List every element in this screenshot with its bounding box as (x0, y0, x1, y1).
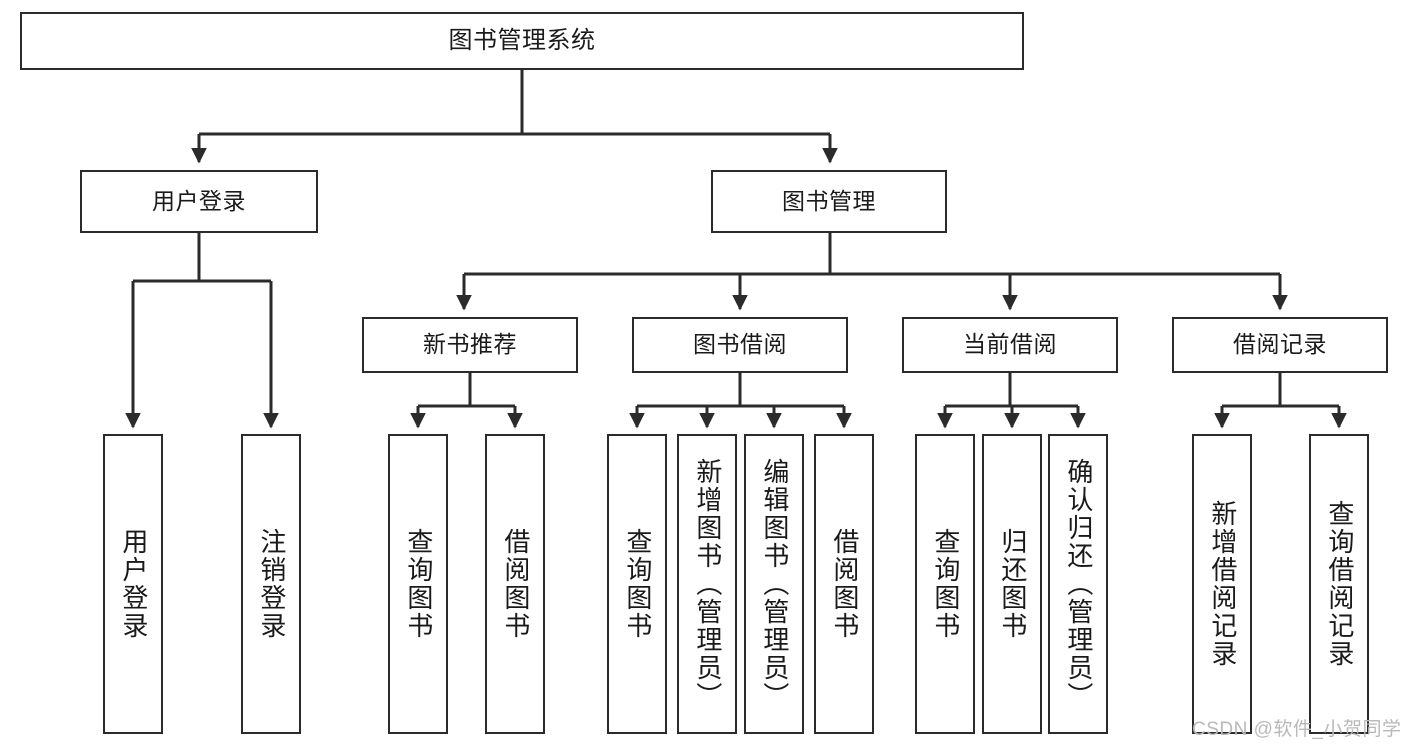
node-label: 用户登录 (152, 187, 246, 214)
node-user-login[interactable]: 用户登录 (80, 170, 318, 233)
node-book-borrow[interactable]: 图书借阅 (632, 317, 848, 373)
node-root-system[interactable]: 图书管理系统 (20, 12, 1024, 70)
leaf-logout[interactable]: 注销登录 (241, 434, 301, 734)
node-book-management[interactable]: 图书管理 (711, 170, 947, 233)
leaf-query-borrow-record[interactable]: 查询借阅记录 (1309, 434, 1369, 734)
node-current-borrow[interactable]: 当前借阅 (902, 317, 1118, 373)
leaf-edit-book-admin[interactable]: 编辑图书（管理员） (744, 434, 804, 734)
node-label: 借阅图书 (829, 528, 860, 640)
leaf-user-login[interactable]: 用户登录 (103, 434, 163, 734)
node-label: 编辑图书（管理员） (759, 458, 790, 710)
node-label: 用户登录 (118, 528, 149, 640)
node-label: 借阅图书 (500, 528, 531, 640)
node-label: 新增图书（管理员） (692, 458, 723, 710)
node-label: 图书管理系统 (448, 26, 596, 54)
leaf-borrow-book-recommend[interactable]: 借阅图书 (485, 434, 545, 734)
node-label: 新书推荐 (423, 331, 517, 358)
leaf-query-book-borrow[interactable]: 查询图书 (607, 434, 667, 734)
node-label: 查询图书 (403, 528, 434, 640)
node-label: 查询图书 (622, 528, 653, 640)
node-label: 查询图书 (930, 528, 961, 640)
csdn-watermark: CSDN @软件_小贺同学 (1192, 719, 1402, 740)
node-label: 图书借阅 (693, 331, 787, 358)
leaf-borrow-book[interactable]: 借阅图书 (814, 434, 874, 734)
node-label: 确认归还（管理员） (1063, 458, 1094, 710)
node-label: 注销登录 (256, 528, 287, 640)
node-label: 查询借阅记录 (1324, 500, 1355, 668)
node-label: 图书管理 (782, 187, 876, 214)
leaf-add-borrow-record[interactable]: 新增借阅记录 (1192, 434, 1252, 734)
node-borrow-record[interactable]: 借阅记录 (1172, 317, 1388, 373)
node-label: 归还图书 (997, 528, 1028, 640)
node-label: 借阅记录 (1233, 331, 1327, 358)
node-label: 当前借阅 (963, 331, 1057, 358)
leaf-confirm-return-admin[interactable]: 确认归还（管理员） (1048, 434, 1108, 734)
leaf-query-book-current[interactable]: 查询图书 (915, 434, 975, 734)
leaf-query-book-recommend[interactable]: 查询图书 (388, 434, 448, 734)
leaf-return-book[interactable]: 归还图书 (982, 434, 1042, 734)
node-label: 新增借阅记录 (1207, 500, 1238, 668)
leaf-add-book-admin[interactable]: 新增图书（管理员） (677, 434, 737, 734)
node-new-book-recommend[interactable]: 新书推荐 (362, 317, 578, 373)
